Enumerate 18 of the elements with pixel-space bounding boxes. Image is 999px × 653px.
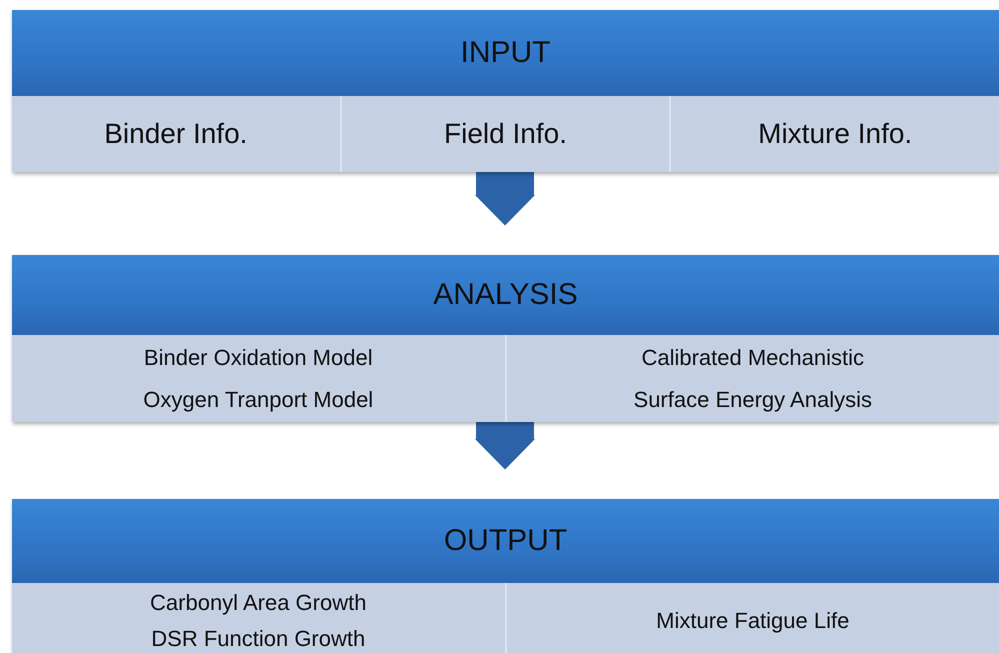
- block-arrow: [475, 172, 535, 226]
- cell-text: DSR Function Growth: [151, 626, 366, 652]
- cell-text: Binder Oxidation Model: [144, 345, 373, 370]
- cell-text: Carbonyl Area Growth: [150, 590, 366, 616]
- cell-text: Surface Energy Analysis: [634, 386, 872, 412]
- section-header: ANALYSIS: [12, 255, 999, 335]
- cell-text: Mixture Info.: [758, 118, 912, 150]
- section-panel: [12, 10, 999, 172]
- section-panel: [12, 499, 999, 653]
- section-panel: [12, 255, 999, 422]
- cell-text: Binder Info.: [104, 118, 248, 150]
- cell-text: Calibrated Mechanistic: [641, 345, 864, 370]
- cell-text: Mixture Fatigue Life: [656, 608, 850, 634]
- block-arrow: [475, 422, 535, 470]
- cell-text: Field Info.: [444, 118, 567, 150]
- section-header: OUTPUT: [12, 499, 999, 583]
- section-header: INPUT: [12, 10, 999, 96]
- cell-text: Oxygen Tranport Model: [143, 386, 374, 412]
